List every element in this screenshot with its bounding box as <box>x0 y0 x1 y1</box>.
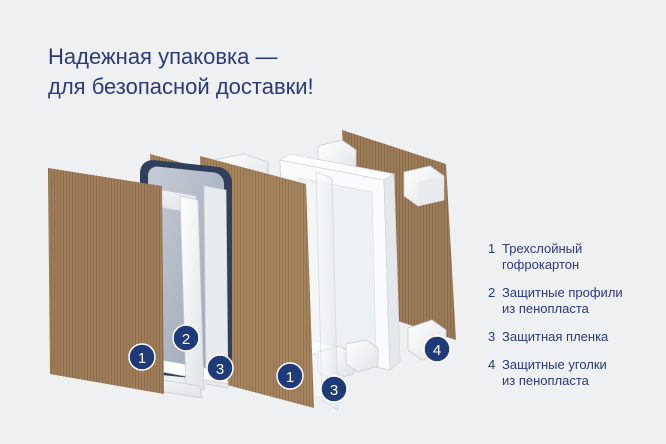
legend-text: Защитная пленка <box>502 329 608 345</box>
legend-item: 3 Защитная пленка <box>488 329 658 345</box>
legend-number: 3 <box>488 329 496 344</box>
badge-1-front: 1 <box>128 343 156 371</box>
svg-text:2: 2 <box>182 331 190 348</box>
legend-item: 1 Трехслойный гофрокартон <box>488 241 658 273</box>
svg-text:1: 1 <box>286 369 294 386</box>
page-title: Надежная упаковка — для безопасной доста… <box>48 42 314 102</box>
title-line-2: для безопасной доставки! <box>48 74 314 99</box>
legend-text-line: Защитные уголки <box>502 357 607 372</box>
title-line-1: Надежная упаковка — <box>48 44 278 69</box>
svg-text:1: 1 <box>138 350 146 367</box>
badge-1-middle: 1 <box>276 362 304 390</box>
legend-text: Защитные профили из пенопласта <box>502 285 623 317</box>
legend-text: Защитные уголки из пенопласта <box>502 357 607 389</box>
legend-text-line: из пенопласта <box>502 373 589 388</box>
legend-text: Трехслойный гофрокартон <box>502 241 582 273</box>
legend-text-line: гофрокартон <box>502 257 580 272</box>
legend-text-line: Трехслойный <box>502 241 583 256</box>
legend-item: 4 Защитные уголки из пенопласта <box>488 357 658 389</box>
legend-number: 4 <box>488 357 496 372</box>
legend-text-line: Защитные профили <box>502 285 623 300</box>
badge-3-middle: 3 <box>320 375 348 403</box>
legend: 1 Трехслойный гофрокартон 2 Защитные про… <box>488 241 658 401</box>
badge-2-profile: 2 <box>172 324 200 352</box>
legend-text-line: Защитная пленка <box>502 329 609 344</box>
svg-text:4: 4 <box>433 342 441 359</box>
badge-3-film: 3 <box>206 354 234 382</box>
cardboard-sheet-front <box>48 168 164 394</box>
legend-text-line: из пенопласта <box>502 301 589 316</box>
legend-item: 2 Защитные профили из пенопласта <box>488 285 658 317</box>
svg-text:3: 3 <box>330 382 338 399</box>
badge-4-corner: 4 <box>423 335 451 363</box>
svg-text:3: 3 <box>216 361 224 378</box>
legend-number: 1 <box>488 241 496 256</box>
legend-number: 2 <box>488 285 496 300</box>
foam-corner-top-right <box>403 165 445 207</box>
